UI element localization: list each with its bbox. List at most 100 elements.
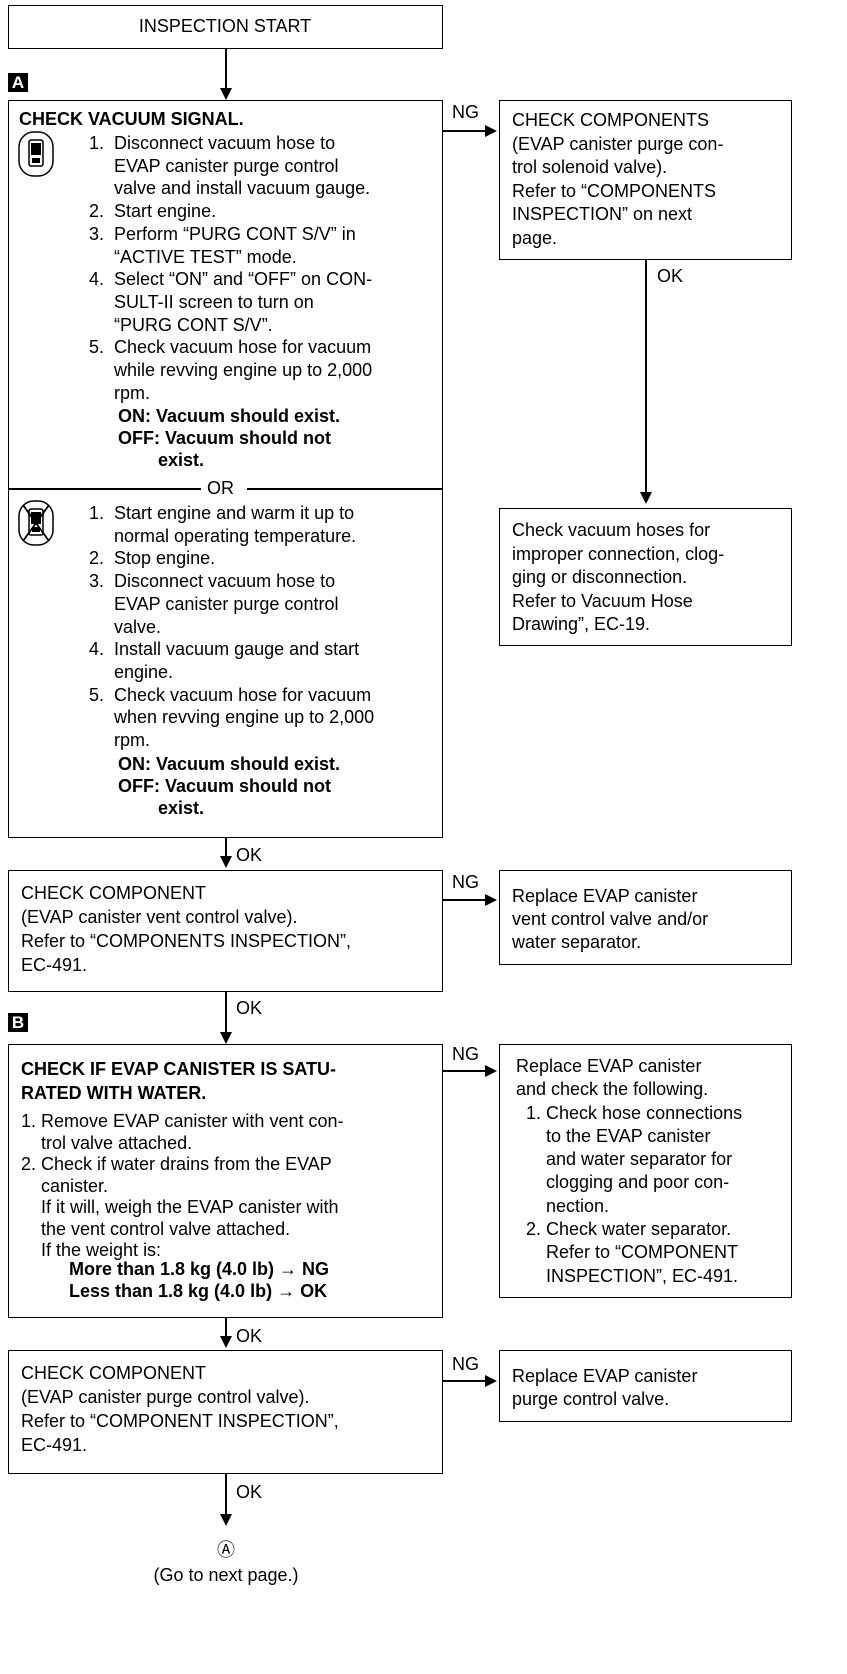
saturation-title-line: CHECK IF EVAP CANISTER IS SATU- [21,1059,337,1079]
consult-step-line: valve and install vacuum gauge. [89,178,371,199]
consult-step-line: SULT-II screen to turn on [89,291,314,312]
consult-result-line: OFF: Vacuum should not [118,428,331,448]
saturation-body-line: If the weight is: [21,1240,162,1260]
arrow-down [220,1032,232,1044]
replace-canister-line: clogging and poor con- [516,1172,730,1193]
manual-result-line: exist. [118,798,205,818]
consult-steps: 1. Disconnect vacuum hose to EVAP canist… [89,132,372,404]
saturation-check-box: CHECK IF EVAP CANISTER IS SATU-RATED WIT… [8,1044,443,1318]
replace-canister-line: Refer to “COMPONENT [516,1242,739,1263]
arrow-right [485,125,497,137]
ok-label: OK [657,266,684,286]
check-components-line: CHECK COMPONENTS [512,110,710,130]
replace-canister-line: to the EVAP canister [516,1125,711,1146]
check-hoses-line: ging or disconnection. [512,567,688,587]
replace-vent-valve-box: Replace EVAP canister vent control valve … [499,870,792,965]
manual-step-line: normal operating temperature. [89,525,357,546]
manual-step-line: 4. Install vacuum gauge and start [89,639,360,660]
vent-check-line: EC-491. [21,955,88,975]
consult-result-line: ON: Vacuum should exist. [118,406,341,426]
manual-step-line: 2. Stop engine. [89,548,216,569]
arrow-right [485,894,497,906]
vacuum-signal-check-box [8,100,443,838]
vacuum-check-title: CHECK VACUUM SIGNAL. [19,109,244,129]
or-divider-left [9,488,201,490]
ng-line [443,1070,485,1072]
ng-label: NG [452,872,479,892]
ng-line [443,1380,485,1382]
consult-step-line: 1. Disconnect vacuum hose to [89,133,336,153]
consult-step-line: “ACTIVE TEST” mode. [89,246,297,267]
consult-step-line: 2. Start engine. [89,201,217,222]
check-components-line: Refer to “COMPONENTS [512,180,717,201]
check-hoses-line: improper connection, clog- [512,543,725,564]
replace-vent-line: vent control valve and/or [512,909,709,929]
ok-line [645,260,647,492]
manual-step-line: 1. Start engine and warm it up to [89,503,355,523]
consult-step-line: rpm. [89,382,151,403]
ng-label: NG [452,102,479,122]
vent-check-line: Refer to “COMPONENTS INSPECTION”, [21,931,352,951]
check-hoses-line: Refer to Vacuum Hose [512,590,693,611]
purge-check-line: CHECK COMPONENT [21,1363,207,1383]
manual-step-line: valve. [89,616,162,637]
check-components-1-box: CHECK COMPONENTS (EVAP canister purge con… [499,100,792,260]
ok-label: OK [236,1482,263,1502]
ng-line [443,130,485,132]
connector-line [225,49,227,89]
saturation-body-line: 1. Remove EVAP canister with vent con- [21,1111,344,1131]
ng-label: NG [452,1354,479,1374]
manual-step-line: 5. Check vacuum hose for vacuum [89,684,372,705]
manual-steps: 1. Start engine and warm it up to normal… [89,502,374,752]
arrow-down [220,88,232,100]
marker-a: A [8,73,28,92]
arrow-right [485,1065,497,1077]
inspection-start-label: INSPECTION START [138,16,312,36]
manual-step-line: when revving engine up to 2,000 [89,707,375,728]
vent-check-line: CHECK COMPONENT [21,883,207,903]
purge-check-line: EC-491. [21,1435,88,1455]
ok-label: OK [236,998,263,1018]
saturation-criteria-line: Less than 1.8 kg (4.0 lb) → OK [69,1281,328,1301]
consult-tester-icon [18,131,54,177]
replace-vent-line: water separator. [512,932,642,952]
arrow-down [220,1514,232,1526]
ok-line [225,838,227,858]
manual-step-line: 3. Disconnect vacuum hose to [89,571,336,592]
purge-check-line: Refer to “COMPONENT INSPECTION”, [21,1411,339,1431]
arrow-down [220,856,232,868]
replace-canister-line: Replace EVAP canister [516,1056,702,1076]
check-components-line: trol solenoid valve). [512,157,668,177]
manual-result: ON: Vacuum should exist.OFF: Vacuum shou… [118,753,340,819]
ok-line [225,1318,227,1338]
replace-canister-line: 2. Check water separator. [516,1219,732,1240]
vent-valve-check-box: CHECK COMPONENT(EVAP canister vent contr… [8,870,443,992]
replace-canister-line: nection. [516,1195,610,1216]
check-hoses-line: Drawing”, EC-19. [512,614,651,634]
manual-step-line: rpm. [89,730,151,751]
marker-b: B [8,1013,28,1032]
replace-canister-line: INSPECTION”, EC-491. [516,1265,739,1286]
ok-label: OK [236,845,263,865]
consult-step-line: “PURG CONT S/V”. [89,314,273,335]
arrow-right [485,1375,497,1387]
replace-canister-line: and water separator for [516,1149,733,1170]
saturation-body-line: If it will, weigh the EVAP canister with [21,1197,339,1217]
saturation-body-line: the vent control valve attached. [21,1218,291,1239]
consult-step-line: 4. Select “ON” and “OFF” on CON- [89,269,373,290]
purge-valve-check-box: CHECK COMPONENT(EVAP canister purge cont… [8,1350,443,1474]
manual-step-line: EVAP canister purge control [89,593,339,614]
check-hoses-line: Check vacuum hoses for [512,520,711,540]
or-label: OR [207,478,234,498]
consult-step-line: while revving engine up to 2,000 [89,360,373,381]
check-components-line: (EVAP canister purge con- [512,133,724,154]
connector-a-symbol: Ⓐ [217,1540,235,1560]
or-divider-right [247,488,442,490]
consult-result-line: exist. [118,450,205,470]
manual-result-line: ON: Vacuum should exist. [118,754,341,774]
replace-vent-line: Replace EVAP canister [512,886,698,906]
replace-purge-line: purge control valve. [512,1389,670,1409]
go-to-next-page: (Go to next page.) [153,1565,299,1585]
